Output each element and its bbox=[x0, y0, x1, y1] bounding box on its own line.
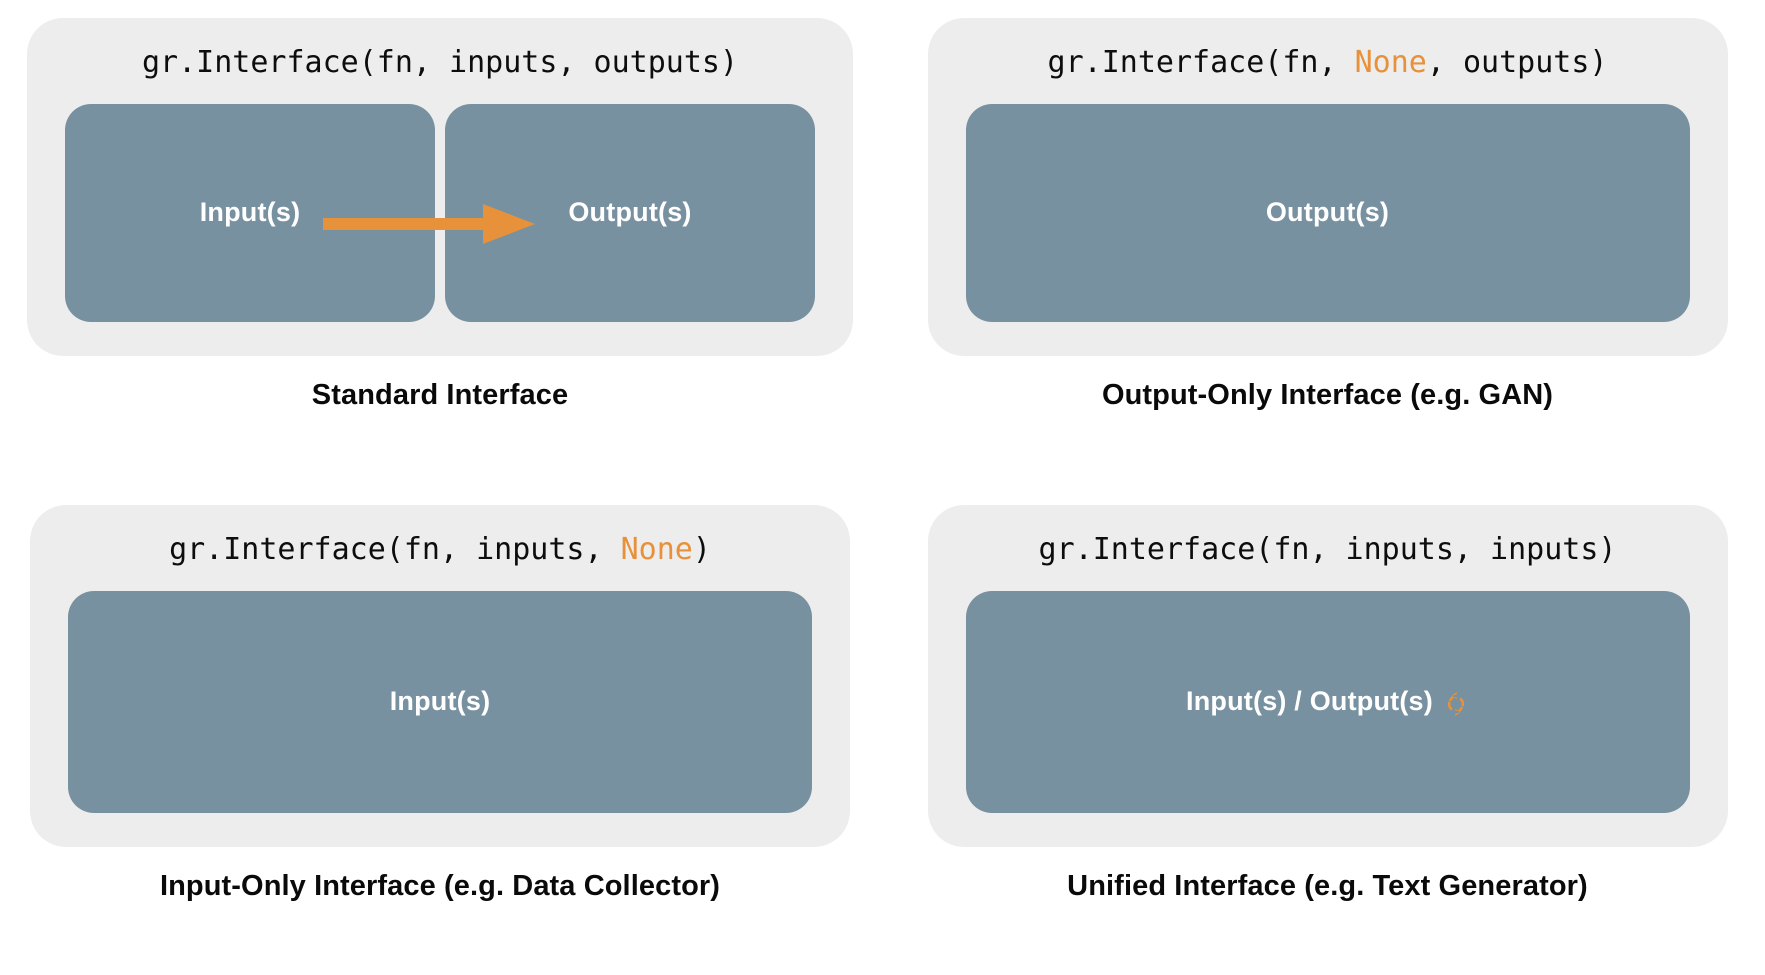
signature-input-only-after: ) bbox=[692, 532, 711, 567]
box-inputs-outputs-label-wrap: Input(s) / Output(s) bbox=[1186, 686, 1469, 717]
box-row-unified: Input(s) / Output(s) bbox=[965, 590, 1690, 813]
box-row-output-only: Output(s) bbox=[965, 103, 1690, 322]
box-outputs: Output(s) bbox=[445, 103, 815, 322]
caption-output-only: Output-Only Interface (e.g. GAN) bbox=[1101, 378, 1554, 411]
signature-output-only: gr.Interface(fn, None, outputs) bbox=[966, 44, 1690, 82]
caption-standard: Standard Interface bbox=[311, 378, 569, 411]
box-inputs-outputs-label: Input(s) / Output(s) bbox=[1186, 686, 1433, 716]
box-inputs-label: Input(s) bbox=[199, 197, 301, 227]
signature-input-only: gr.Interface(fn, inputs, None) bbox=[68, 531, 812, 569]
box-row-standard: Input(s) Output(s) bbox=[65, 103, 815, 322]
panel-body-standard: gr.Interface(fn, inputs, outputs) Input(… bbox=[27, 18, 853, 356]
panel-body-unified: gr.Interface(fn, inputs, inputs) Input(s… bbox=[927, 505, 1728, 847]
box-outputs-label: Output(s) bbox=[1265, 197, 1390, 227]
cycle-icon bbox=[1443, 691, 1469, 717]
signature-output-only-before: gr.Interface(fn, bbox=[1047, 45, 1355, 80]
box-outputs: Output(s) bbox=[965, 103, 1690, 322]
signature-output-only-highlight: None bbox=[1354, 45, 1427, 80]
signature-unified-before: gr.Interface(fn, inputs, inputs) bbox=[1038, 532, 1617, 567]
signature-input-only-before: gr.Interface(fn, inputs, bbox=[169, 532, 621, 567]
panel-standard-interface: gr.Interface(fn, inputs, outputs) Input(… bbox=[20, 18, 860, 412]
box-inputs: Input(s) bbox=[68, 590, 812, 813]
signature-standard: gr.Interface(fn, inputs, outputs) bbox=[65, 44, 815, 82]
caption-unified: Unified Interface (e.g. Text Generator) bbox=[1067, 869, 1588, 902]
signature-output-only-after: , outputs) bbox=[1426, 45, 1608, 80]
box-outputs-label: Output(s) bbox=[568, 197, 692, 227]
signature-unified: gr.Interface(fn, inputs, inputs) bbox=[966, 531, 1690, 569]
panel-input-only-interface: gr.Interface(fn, inputs, None) Input(s) … bbox=[20, 505, 860, 903]
caption-input-only: Input-Only Interface (e.g. Data Collecto… bbox=[159, 869, 721, 902]
panel-body-input-only: gr.Interface(fn, inputs, None) Input(s) bbox=[30, 505, 850, 847]
panel-output-only-interface: gr.Interface(fn, None, outputs) Output(s… bbox=[905, 18, 1750, 412]
box-inputs: Input(s) bbox=[65, 103, 435, 322]
signature-standard-before: gr.Interface(fn, inputs, outputs) bbox=[141, 45, 739, 80]
signature-input-only-highlight: None bbox=[620, 532, 693, 567]
panel-body-output-only: gr.Interface(fn, None, outputs) Output(s… bbox=[927, 18, 1728, 356]
box-inputs-outputs: Input(s) / Output(s) bbox=[965, 590, 1690, 813]
panel-unified-interface: gr.Interface(fn, inputs, inputs) Input(s… bbox=[905, 505, 1750, 903]
box-row-input-only: Input(s) bbox=[68, 590, 812, 813]
box-inputs-label: Input(s) bbox=[389, 686, 491, 716]
